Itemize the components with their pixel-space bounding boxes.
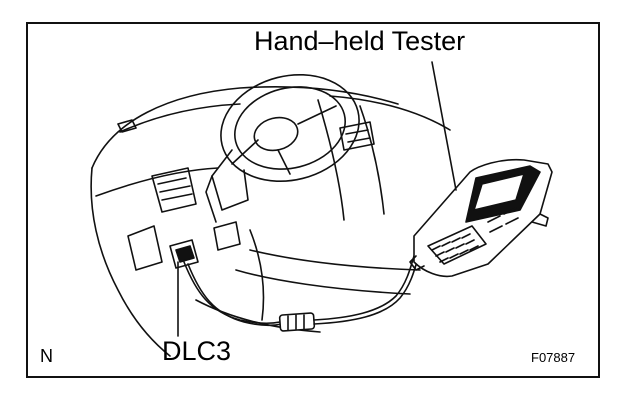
lower-panel — [127, 221, 241, 271]
steering-wheel — [205, 73, 360, 223]
label-figure-code: F07887 — [531, 350, 576, 365]
label-corner-n: N — [40, 346, 53, 366]
dashboard-drawing — [90, 86, 451, 357]
label-hand-held-tester: Hand–held Tester — [254, 26, 466, 56]
tester-leader-line — [431, 61, 457, 191]
vent-left — [151, 167, 197, 213]
label-dlc3: DLC3 — [162, 336, 232, 366]
hand-held-tester — [409, 158, 553, 278]
tester-cable — [183, 255, 419, 332]
